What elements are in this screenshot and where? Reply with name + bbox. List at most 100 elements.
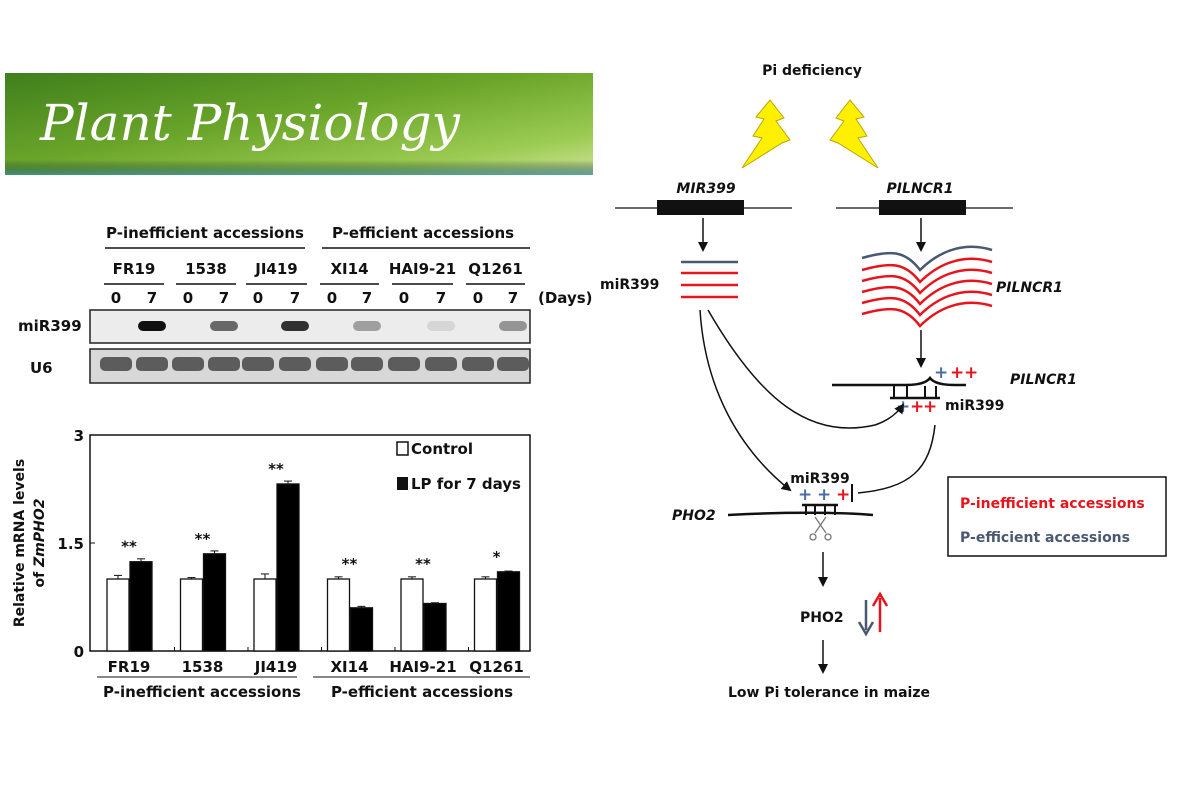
plus-inefficient: + [964,363,978,383]
pilncr1-transcripts [861,245,993,328]
blot-accession-label: FR19 [113,260,156,278]
blot-day-label: 7 [147,289,157,307]
u6-band [425,357,457,371]
pilncr1-mir399-duplex: + + + + + + [832,363,978,417]
bar-lp [496,571,521,652]
significance-label: ** [342,555,358,573]
legend-swatch-lp [397,477,408,490]
bar-control [253,578,277,652]
plus-inefficient: + [836,485,850,505]
journal-banner: Plant Physiology [5,73,593,175]
plus-inefficient: + [923,397,937,417]
blot-group-inefficient: P-inefficient accessions [106,224,304,242]
x-tick-label: XI14 [330,658,368,676]
x-group-efficient: P-efficient accessions [331,683,513,701]
x-group-inefficient: P-inefficient accessions [103,683,301,701]
mir399-band [138,321,166,331]
duplex-pilncr1-label: PILNCR1 [1010,372,1077,388]
blot-row-mir399: miR399 [18,317,82,335]
pi-deficiency-label: Pi deficiency [762,63,862,79]
u6-band [351,357,383,371]
u6-band [388,357,420,371]
bar-chart: 01.53 Relative mRNA levels of ZmPHO2 **F… [12,427,531,701]
bar-lp [349,607,374,652]
journal-title: Plant Physiology [39,94,461,152]
plot-frame [89,434,531,652]
blot-accession-label: JI419 [254,260,297,278]
mir399-label: miR399 [600,277,659,293]
y-tick-label: 0 [74,643,84,661]
y-tick-label: 3 [74,427,84,445]
legend-control: Control [411,440,473,458]
plus-efficient: + [934,363,948,383]
blot-day-label: 7 [436,289,446,307]
y-axis-label-1: Relative mRNA levels [12,459,28,627]
down-arrow-efficient-icon [857,600,875,637]
u6-band [242,357,274,371]
significance-label: ** [121,538,137,556]
x-tick-label: FR19 [108,658,151,676]
blot-day-label: 7 [508,289,518,307]
blot-day-label: 0 [253,289,263,307]
legend-efficient: P-efficient accessions [960,530,1130,546]
plus-efficient: + [798,485,812,505]
blot-accession-label: HAI9-21 [389,260,456,278]
u6-band [100,357,132,371]
x-tick-label: JI419 [254,658,297,676]
blot-accession-label: XI14 [330,260,368,278]
legend-lp: LP for 7 days [411,475,521,493]
u6-band [172,357,204,371]
lightning-right-icon [829,99,879,169]
u6-band [316,357,348,371]
mir399-band [499,321,527,331]
blot-day-label: 0 [473,289,483,307]
duplex-mir399-label: miR399 [945,398,1004,414]
blot-day-label: 0 [183,289,193,307]
significance-label: ** [268,460,284,478]
pho2-mrna [727,511,874,517]
plus-efficient: + [817,485,831,505]
legend-swatch-control [396,441,409,456]
mir399-band [281,321,309,331]
mir399-transcripts [681,260,738,299]
pho2-mir399-label: miR399 [790,471,849,487]
blot-row-u6: U6 [30,359,53,377]
mir399-gene-label: MIR399 [676,181,735,197]
bar-control [326,578,351,652]
blot-day-label: 0 [327,289,337,307]
mir399-band [210,321,238,331]
blot-accession-label: Q1261 [468,260,523,278]
outcome-label: Low Pi tolerance in maize [728,685,930,701]
scissors-icon [809,516,832,541]
days-unit: (Days) [538,289,593,307]
pho2-protein-label: PHO2 [800,610,844,626]
lightning-left-icon [741,99,791,169]
plus-inefficient: + [950,363,964,383]
mir399-band [353,321,381,331]
accession-legend: P-inefficient accessions P-efficient acc… [947,476,1167,557]
bar-control [106,578,130,652]
y-axis-label-2: of ZmPHO2 [32,499,48,588]
bar-lp [276,483,300,652]
pilncr1-gene-box [879,200,966,215]
legend-inefficient: P-inefficient accessions [960,496,1145,512]
bar-control [179,578,204,652]
blot-day-label: 0 [399,289,409,307]
pho2-gene-label: PHO2 [672,508,716,524]
regulation-diagram: Pi deficiency MIR399 PILNCR1 miR399 PILN… [600,63,1167,701]
significance-label: ** [415,555,431,573]
bar-lp [423,602,447,652]
up-arrow-inefficient-icon [871,591,889,632]
u6-band [208,357,240,371]
bar-control [473,578,498,652]
blot-day-label: 7 [290,289,300,307]
significance-label: ** [195,530,211,548]
plus-inefficient: + [910,397,924,417]
x-tick-label: 1538 [182,658,224,676]
x-tick-label: HAI9-21 [389,658,456,676]
bar-lp [129,561,153,652]
mir399-gene-box [657,200,744,215]
blot-group-efficient: P-efficient accessions [332,224,514,242]
u6-band [136,357,168,371]
